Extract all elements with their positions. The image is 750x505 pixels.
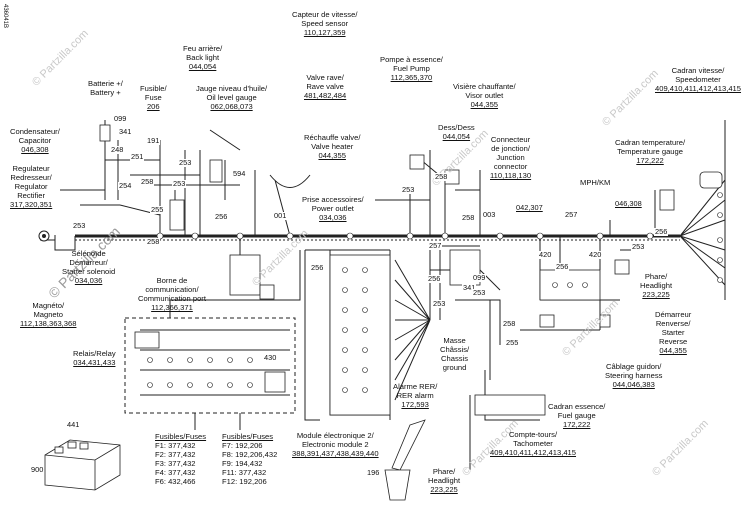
fuse-list-right: Fusibles/Fuses F7: 192,206 F8: 192,206,4… <box>222 432 278 486</box>
wire-number: 420 <box>588 250 603 259</box>
wire-number: 256 <box>310 263 325 272</box>
wire-number: 191 <box>146 136 161 145</box>
wire-number: 258 <box>461 213 476 222</box>
wire-number: 003 <box>482 210 497 219</box>
wire-number: 042,307 <box>515 203 544 212</box>
wire-number: 046,308 <box>614 199 643 208</box>
plug-196-icon <box>384 419 426 501</box>
wire-number: 420 <box>538 250 553 259</box>
fuse-list-left: Fusibles/Fuses F1: 377,432 F2: 377,432 F… <box>155 432 207 486</box>
wire-number: 248 <box>110 145 125 154</box>
wire-number: 099 <box>472 273 487 282</box>
wire-number: 258 <box>146 237 161 246</box>
wire-number: 341 <box>118 127 133 136</box>
wire-number: 253 <box>172 179 187 188</box>
wire-number: 594 <box>232 169 247 178</box>
wire-number: 253 <box>178 158 193 167</box>
wire-number: 341 <box>462 283 477 292</box>
wire-number: 258 <box>140 177 155 186</box>
wire-number: 258 <box>502 319 517 328</box>
wire-number: 254 <box>118 181 133 190</box>
wire-number: 900 <box>30 465 45 474</box>
wire-number: 430 <box>263 353 278 362</box>
wire-number: 253 <box>432 299 447 308</box>
wire-number: 256 <box>555 262 570 271</box>
wire-number: 256 <box>427 274 442 283</box>
wire-number: 255 <box>505 338 520 347</box>
wire-number: 441 <box>66 420 81 429</box>
wire-number: 257 <box>428 241 443 250</box>
magneto-icon <box>38 230 50 242</box>
wire-number: 256 <box>654 227 669 236</box>
wire-number: 251 <box>130 152 145 161</box>
wire-number: 253 <box>401 185 416 194</box>
wire-number: 253 <box>72 221 87 230</box>
wire-number: 001 <box>273 211 288 220</box>
label-electronic-module-2: Module électronique 2/Electronic module … <box>292 431 379 458</box>
wire-number: 253 <box>631 242 646 251</box>
wire-number: 255 <box>150 205 165 214</box>
document-id: 436041B <box>2 4 8 29</box>
wire-number: 099 <box>113 114 128 123</box>
label-mph-km: MPH/KM <box>580 178 611 187</box>
wire-number: 258 <box>434 172 449 181</box>
wire-number: 257 <box>564 210 579 219</box>
fuse-relay-module-icon <box>44 439 121 491</box>
label-battery: Batterie +/Battery + <box>88 79 123 97</box>
wire-number: 196 <box>366 468 381 477</box>
wire-number: 253 <box>472 288 487 297</box>
wire-number: 256 <box>214 212 229 221</box>
